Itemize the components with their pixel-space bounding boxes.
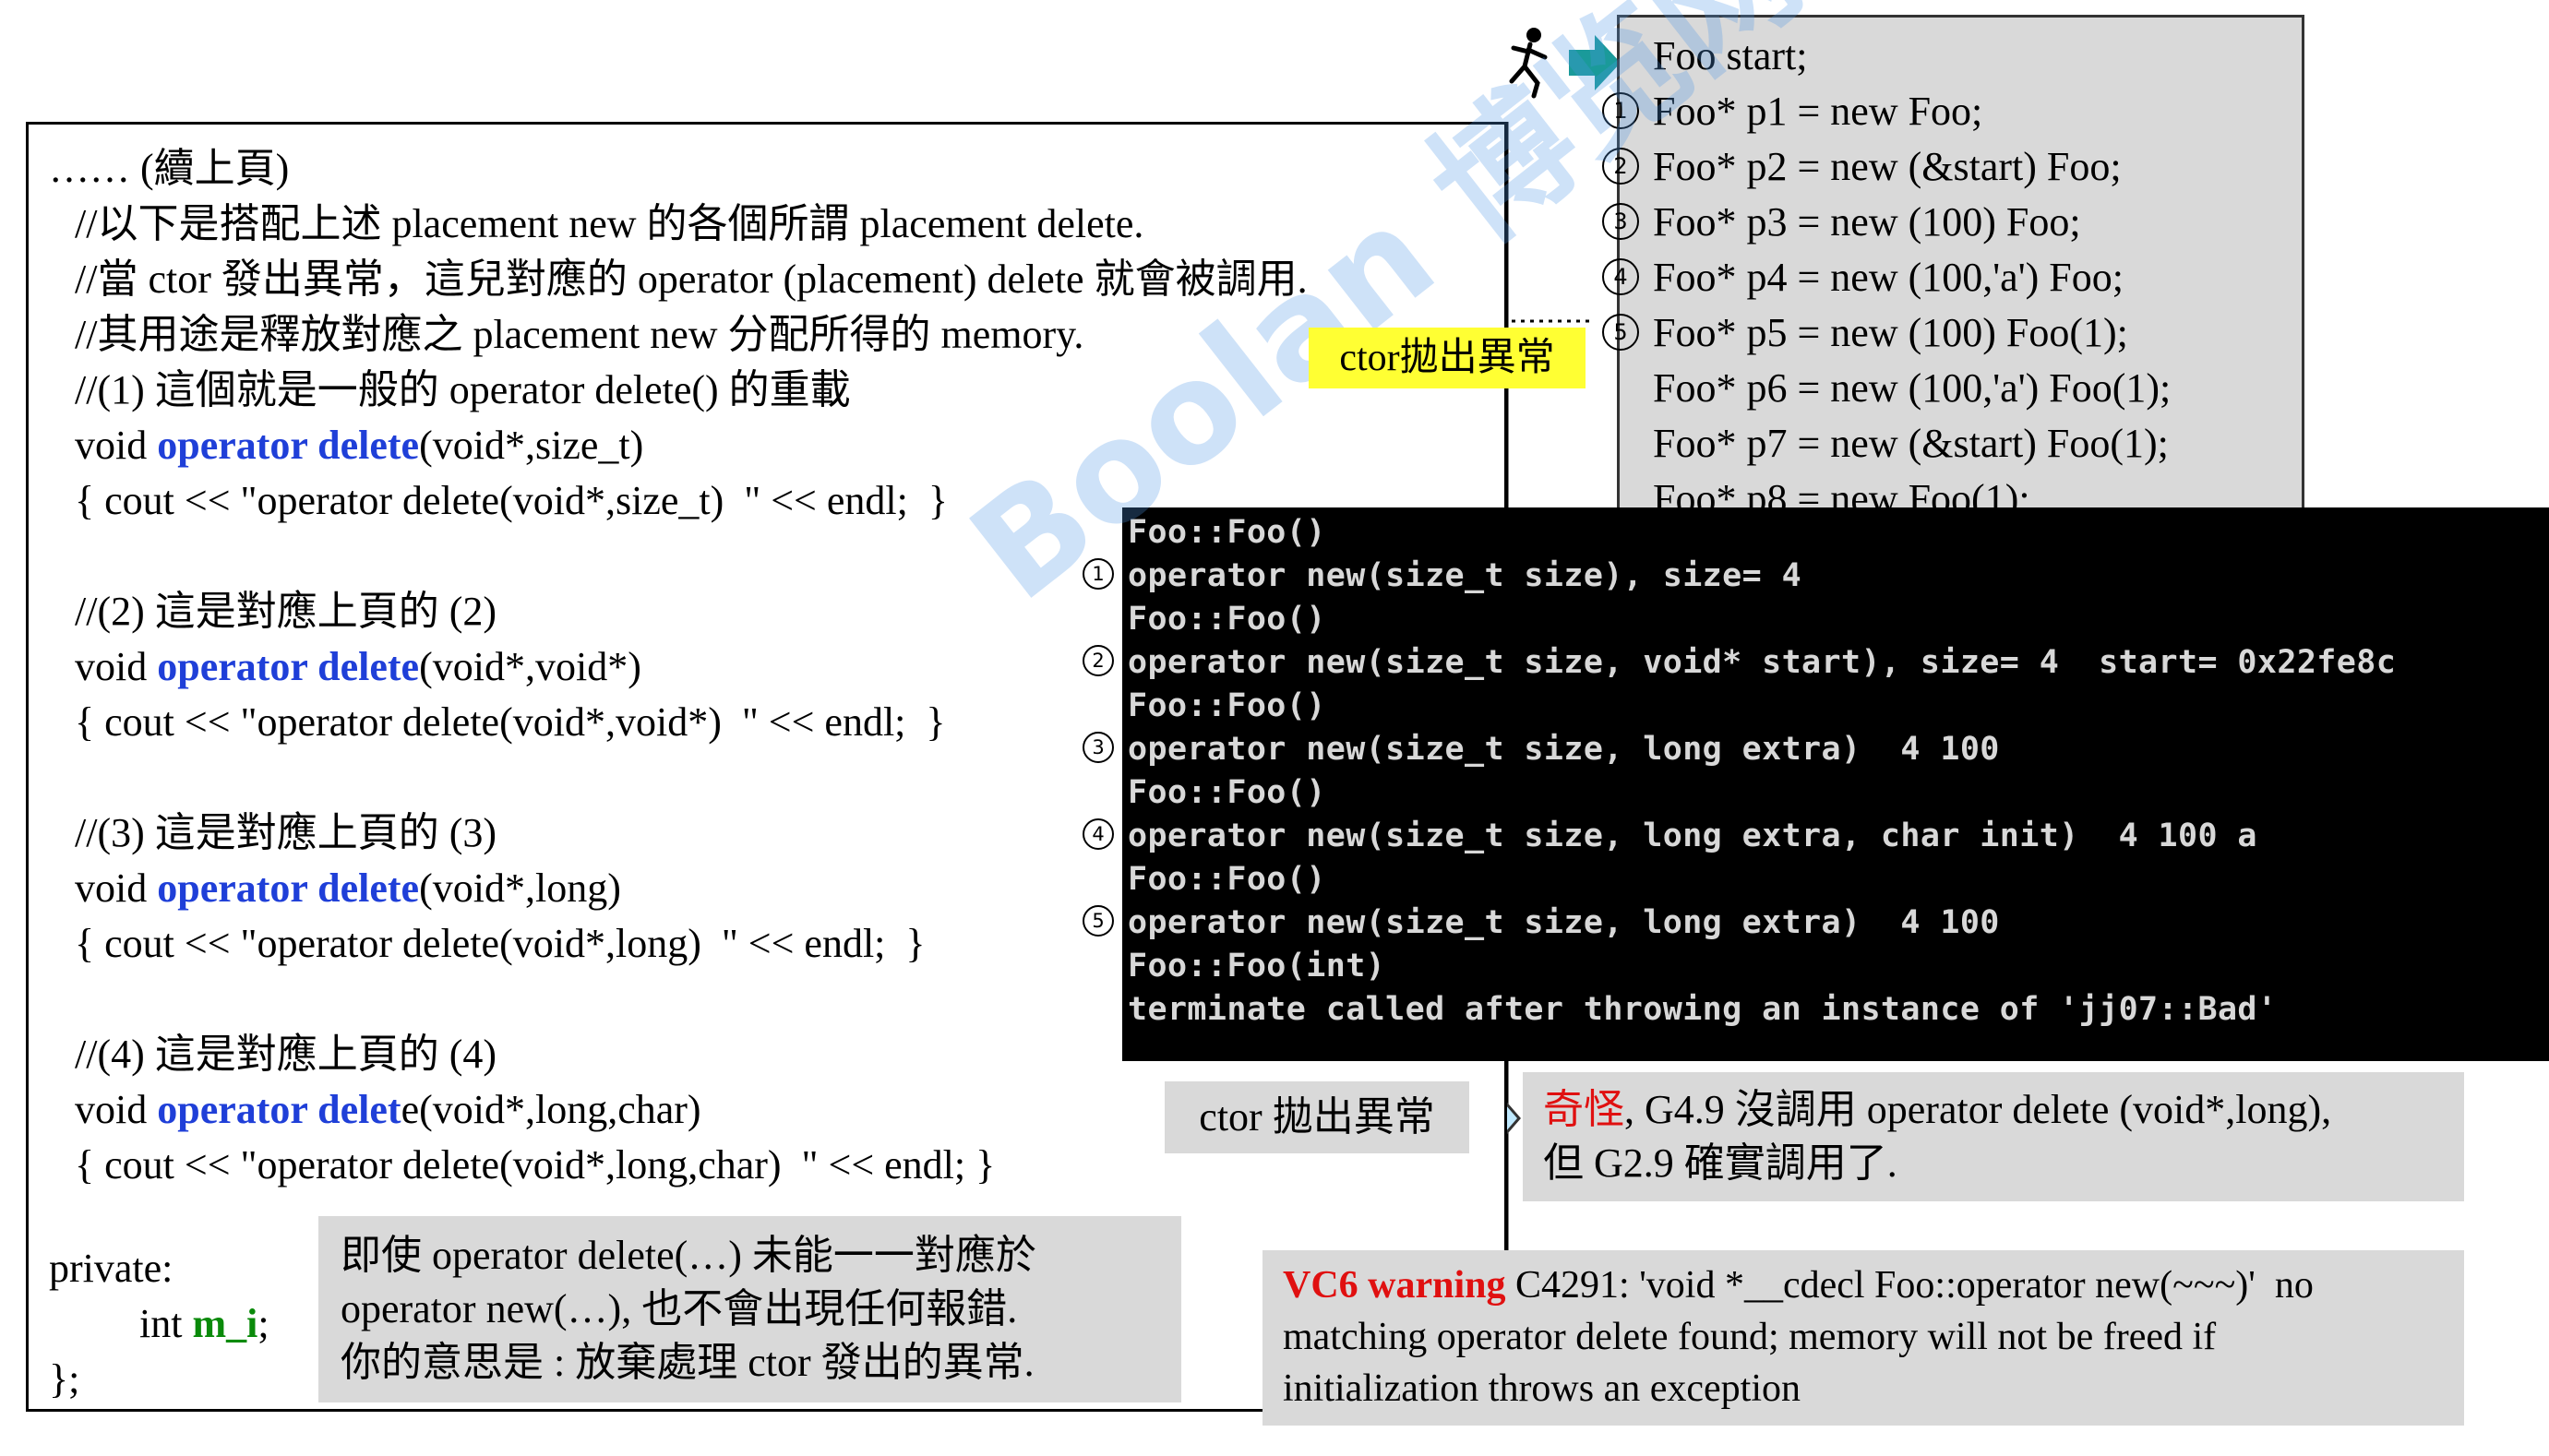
console-line: Foo::Foo() — [1128, 687, 1326, 724]
ctor-throw-box: ctor 拋出異常 — [1165, 1081, 1469, 1153]
call-line: Foo* p5 = new (100) Foo(1); — [1653, 310, 2128, 355]
comment-line: //當 ctor 發出異常，這兒對應的 operator (placement)… — [75, 257, 1308, 302]
call-line: Foo* p6 = new (100,'a') Foo(1); — [1653, 365, 2172, 411]
console-line: operator new(size_t size, long extra, ch… — [1128, 818, 2257, 854]
console-line: terminate called after throwing an insta… — [1128, 991, 2278, 1028]
delete-signature-2: void operator delete(void*,void*) — [75, 644, 641, 689]
console-line: Foo::Foo() — [1128, 774, 1326, 811]
comment-line: //其用途是釋放對應之 placement new 分配所得的 memory. — [75, 312, 1084, 357]
call-line: Foo* p3 = new (100) Foo; — [1653, 199, 2081, 245]
even-note-line: 即使 operator delete(…) 未能一一對應於 — [341, 1233, 1036, 1278]
continued-label: …… (續上頁) — [49, 146, 290, 191]
call-line: Foo* p1 = new Foo; — [1653, 89, 1983, 134]
comment-line: //(3) 這是對應上頁的 (3) — [75, 810, 497, 855]
delete-signature-3: void operator delete(void*,long) — [75, 865, 621, 911]
even-note-box: 即使 operator delete(…) 未能一一對應於 operator n… — [318, 1216, 1181, 1402]
vc6-warning-box: VC6 warning C4291: 'void *__cdecl Foo::o… — [1263, 1250, 2464, 1426]
vc6-line: matching operator delete found; memory w… — [1283, 1316, 2217, 1358]
console-line: operator new(size_t size, long extra) 4 … — [1128, 904, 2000, 941]
console-line: Foo::Foo() — [1128, 601, 1326, 638]
weird-note-line: 但 G2.9 確實調用了. — [1543, 1140, 1897, 1186]
running-man-icon — [1509, 28, 1548, 99]
delete-body-1: { cout << "operator delete(void*,size_t)… — [75, 478, 948, 523]
number-circle: 2 — [1083, 645, 1114, 676]
console-line: operator new(size_t size, void* start), … — [1128, 644, 2397, 681]
member-decl: int m_i; — [139, 1301, 269, 1346]
console-line: operator new(size_t size), size= 4 — [1128, 557, 1802, 594]
private-label: private: — [49, 1246, 174, 1291]
number-circle: 4 — [1602, 258, 1639, 295]
number-circle: 5 — [1602, 314, 1639, 351]
console-line: Foo::Foo(int) — [1128, 948, 1386, 985]
vc6-line: initialization throws an exception — [1283, 1367, 1801, 1410]
calls-box: Foo start; Foo* p1 = new Foo; Foo* p2 = … — [1617, 15, 2304, 533]
even-note-line: operator new(…), 也不會出現任何報錯. — [341, 1286, 1018, 1331]
ctor-throw-tag: ctor拋出異常 — [1309, 328, 1586, 388]
delete-body-4: { cout << "operator delete(void*,long,ch… — [75, 1142, 996, 1187]
console-line: operator new(size_t size, long extra) 4 … — [1128, 731, 2000, 768]
number-circle: 3 — [1602, 203, 1639, 240]
comment-line: //(2) 這是對應上頁的 (2) — [75, 589, 497, 634]
teal-arrow — [1569, 35, 1621, 90]
weird-note-box: 奇怪, G4.9 沒調用 operator delete (void*,long… — [1523, 1072, 2464, 1201]
even-note-line: 你的意思是 : 放棄處理 ctor 發出的異常. — [341, 1340, 1035, 1385]
console-output: Foo::Foo() operator new(size_t size), si… — [1122, 507, 2549, 1061]
delete-body-2: { cout << "operator delete(void*,void*) … — [75, 699, 946, 745]
comment-line: //(1) 這個就是一般的 operator delete() 的重載 — [75, 367, 851, 412]
delete-signature-4: void operator delete(void*,long,char) — [75, 1087, 701, 1132]
console-line: Foo::Foo() — [1128, 514, 1326, 551]
console-line: Foo::Foo() — [1128, 861, 1326, 898]
number-circle: 1 — [1602, 92, 1639, 129]
delete-body-3: { cout << "operator delete(void*,long) "… — [75, 921, 926, 966]
call-line: Foo* p7 = new (&start) Foo(1); — [1653, 421, 2169, 466]
number-circle: 4 — [1083, 818, 1114, 850]
number-circle: 5 — [1083, 905, 1114, 937]
comment-line: //(4) 這是對應上頁的 (4) — [75, 1032, 497, 1077]
number-circle: 1 — [1083, 558, 1114, 590]
comment-line: //以下是搭配上述 placement new 的各個所謂 placement … — [75, 201, 1144, 246]
number-circle: 2 — [1602, 148, 1639, 185]
class-close: }; — [49, 1356, 80, 1402]
vc6-line: VC6 warning C4291: 'void *__cdecl Foo::o… — [1283, 1264, 2314, 1307]
call-line: Foo* p2 = new (&start) Foo; — [1653, 144, 2122, 189]
delete-signature-1: void operator delete(void*,size_t) — [75, 423, 644, 468]
weird-note-line: 奇怪, G4.9 沒調用 operator delete (void*,long… — [1543, 1087, 2332, 1132]
call-line: Foo* p4 = new (100,'a') Foo; — [1653, 255, 2124, 300]
number-circle: 3 — [1083, 732, 1114, 763]
call-start: Foo start; — [1653, 33, 1808, 78]
